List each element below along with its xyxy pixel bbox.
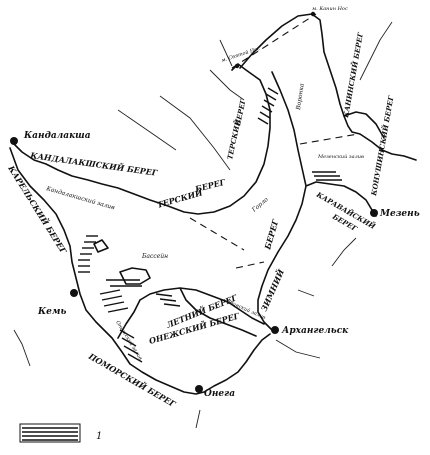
legend-label: 1 [96,431,102,442]
label-zimny-coast-2: ЗИМНИЙ [259,267,287,312]
solovetsky-island [119,267,151,285]
label-karelsky-coast: КАРЕЛЬСКИЙ БЕРЕГ [6,163,69,256]
city-marker-arkhangelsk [271,326,279,334]
label-tersky-coast-upper-2: ТЕРСКИЙ [224,118,242,161]
hatched-zone-pomorsky [119,329,143,363]
label-city-kandalaksha: Кандалакша [23,131,91,141]
zhizhgin-island [93,239,109,253]
city-marker-onega [195,385,203,393]
river-4 [209,69,245,101]
label-zimny-coast-1: БЕРЕГ [262,218,280,252]
river-5 [359,21,393,81]
label-city-onega: Онега [204,389,235,399]
river-3 [117,109,177,151]
label-kandalaksha-gulf: Кандалакшский залив [44,185,115,212]
river-8 [195,409,201,429]
boundary-line-east [299,133,359,145]
hatched-zone-mezen [312,171,342,181]
river-7 [13,329,31,367]
coastline-east [239,13,417,331]
legend: 1 [19,423,102,443]
boundary-line-north [231,13,317,69]
cape-marker-kanin-nos [310,11,316,17]
label-gorlo: Горло [250,196,270,214]
city-marker-mezen [370,209,378,217]
hatched-zone-dvina [155,293,181,307]
label-kaninsky-coast: КАНИНСКИЙ БЕРЕГ [340,31,365,120]
river-10 [297,289,315,297]
label-city-mezen: Мезень [379,209,420,219]
river-6 [331,237,357,267]
label-konushinsky-coast: КОНУШИНСКИЙ БЕРЕГ [368,94,396,198]
label-city-arkhangelsk: Архангельск [281,326,349,336]
label-basin: Бассейн [141,253,168,260]
label-tersky-coast-lower-2: ТЕРСКИЙ [156,187,204,210]
hatched-zone-karelsky [78,235,98,273]
river-2 [159,95,231,171]
coastline-main [9,63,271,395]
boundary-line-south [235,261,265,269]
hatched-zone-tersky [257,87,279,125]
label-cape-kanin-nos: м. Канин Нос [312,6,348,12]
label-voronka: Воронка [295,83,306,112]
river-1 [219,39,233,67]
label-kandalakshsky-coast: КАНДАЛАКШСКИЙ БЕРЕГ [29,150,159,178]
city-marker-kem [70,289,78,297]
hatched-zone-onega [99,289,129,313]
river-9 [275,339,321,359]
city-marker-kandalaksha [10,137,18,145]
label-pomorsky-coast: ПОМОРСКИЙ БЕРЕГ [86,351,178,410]
hatched-zone-solovki [106,279,142,287]
label-mezen-bay: Мезенский залив [317,154,364,160]
label-city-kem: Кемь [37,307,66,317]
cape-marker-svyatoy-nos [234,63,240,69]
boundary-line-west [189,217,245,251]
